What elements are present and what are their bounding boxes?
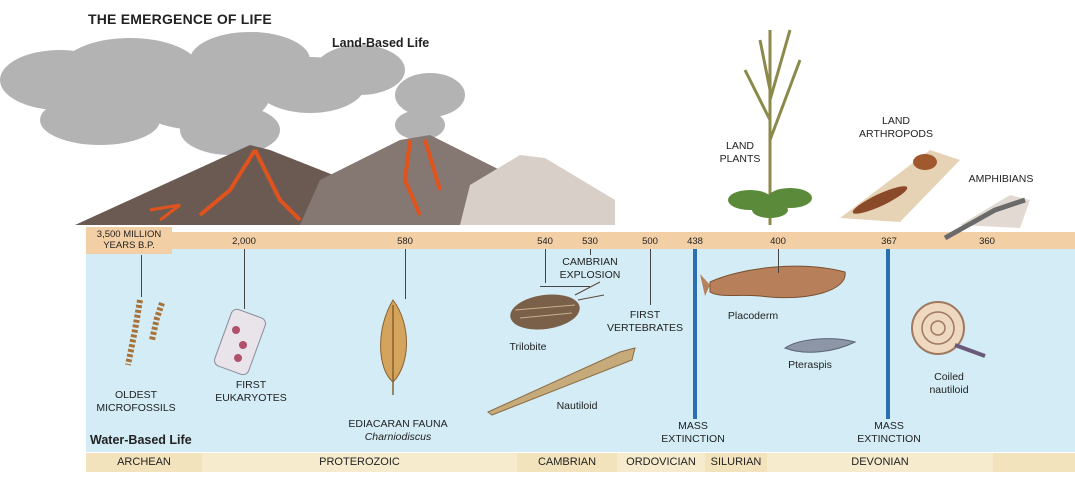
timeline-start-box — [86, 227, 172, 254]
pointer-cambrian-explosion — [590, 249, 591, 255]
diagram-title: THE EMERGENCE OF LIFE — [88, 11, 272, 27]
pteraspis-illustration — [783, 338, 857, 353]
pointer-trilobite — [545, 249, 546, 283]
amphibians-label: AMPHIBIANS — [968, 173, 1034, 185]
timeline-start-line2: YEARS B.P. — [103, 240, 155, 251]
eukaryotes-line1: FIRST — [235, 379, 267, 391]
land-plant-illustration — [743, 29, 802, 225]
pointer-placoderm — [778, 249, 779, 273]
extinction1-line2: EXTINCTION — [661, 432, 725, 445]
tick-580: 580 — [397, 236, 413, 247]
era-ordovician: ORDOVICIAN — [626, 456, 696, 468]
nautiloid-illustration — [487, 347, 636, 416]
tick-500: 500 — [642, 236, 658, 247]
tick-360: 360 — [979, 236, 995, 247]
land-based-life-label: Land-Based Life — [332, 36, 430, 50]
coiled-line1: Coiled — [934, 371, 964, 383]
era-band-devonian — [767, 453, 993, 472]
land-plants-line1: LAND — [725, 140, 755, 152]
coiled-line2: nautiloid — [929, 383, 969, 396]
first-eukaryotes-label: FIRST EUKARYOTES — [215, 379, 287, 404]
mass-extinction-line-367 — [886, 249, 890, 419]
nautiloid-label: Nautiloid — [556, 400, 598, 412]
mass-extinction-line-438 — [693, 249, 697, 419]
extinction1-line1: MASS — [678, 420, 708, 432]
smoke-cloud-illustration — [0, 32, 465, 155]
land-plants-label: LAND PLANTS — [720, 140, 761, 165]
coiled-nautiloid-illustration — [911, 301, 986, 358]
era-archean: ARCHEAN — [117, 456, 171, 468]
pteraspis-label: Pteraspis — [788, 359, 832, 371]
vertebrates-line1: FIRST — [629, 309, 661, 321]
cambrian-line2: EXPLOSION — [559, 268, 621, 281]
extinction2-line2: EXTINCTION — [857, 432, 921, 445]
oldest-microfossils-label: OLDEST MICROFOSSILS — [96, 389, 175, 414]
pointer-eukaryotes — [244, 249, 245, 309]
pointer-microfossils — [141, 255, 142, 297]
mass-extinction-label-1: MASS EXTINCTION — [661, 420, 725, 445]
microfossil-illustration — [125, 299, 165, 366]
era-band-proterozoic — [202, 453, 517, 472]
ediacaran-fauna-label: EDIACARAN FAUNA Charniodiscus — [348, 418, 447, 443]
first-vertebrates-label: FIRST VERTEBRATES — [607, 309, 683, 334]
cambrian-line1: CAMBRIAN — [562, 256, 618, 268]
tick-367: 367 — [881, 236, 897, 247]
microfossils-line1: OLDEST — [114, 389, 158, 401]
timeline-start-line1: 3,500 MILLION — [96, 229, 162, 240]
land-plants-line2: PLANTS — [719, 152, 761, 165]
tick-2000: 2,000 — [232, 236, 256, 247]
trilobite-label: Trilobite — [509, 341, 547, 353]
charniodiscus-illustration — [380, 299, 407, 395]
timeline-start-label: 3,500 MILLION YEARS B.P. — [88, 229, 170, 251]
land-arthropods-line1: LAND — [881, 115, 910, 127]
mass-extinction-label-2: MASS EXTINCTION — [857, 420, 921, 445]
tick-540: 540 — [537, 236, 553, 247]
eukaryotes-line2: EUKARYOTES — [215, 391, 287, 404]
pointer-ediacaran — [405, 249, 406, 299]
amphibian-illustration — [943, 195, 1030, 241]
coiled-nautiloid-label: Coiled nautiloid — [929, 371, 968, 396]
land-arthropods-line2: ARTHROPODS — [859, 127, 933, 140]
extinction2-line1: MASS — [874, 420, 904, 432]
land-arthropods-label: LAND ARTHROPODS — [859, 115, 933, 140]
placoderm-label: Placoderm — [727, 310, 779, 322]
water-based-life-label: Water-Based Life — [90, 433, 192, 447]
era-proterozoic: PROTEROZOIC — [319, 456, 400, 468]
tick-438: 438 — [687, 236, 703, 247]
pointer-cambrian-horizontal — [540, 286, 590, 287]
era-devonian: DEVONIAN — [851, 456, 909, 468]
eukaryote-illustration — [214, 308, 266, 376]
timeline-bar — [86, 232, 1075, 249]
vertebrates-line2: VERTEBRATES — [606, 321, 684, 334]
placoderm-illustration — [700, 265, 846, 299]
pointer-vertebrates — [650, 249, 651, 305]
ediacaran-line2: Charniodiscus — [364, 430, 432, 443]
microfossils-line2: MICROFOSSILS — [96, 401, 176, 414]
era-cambrian: CAMBRIAN — [537, 456, 597, 468]
ediacaran-line1: EDIACARAN FAUNA — [348, 418, 448, 430]
arthropod-illustration — [840, 150, 960, 222]
trilobite-illustration — [510, 281, 605, 330]
fern-leaves-illustration — [728, 188, 812, 218]
volcano-illustration — [75, 135, 615, 225]
era-band-ordovician — [617, 453, 705, 472]
tick-530: 530 — [582, 236, 598, 247]
era-silurian: SILURIAN — [710, 456, 762, 468]
tick-400: 400 — [770, 236, 786, 247]
cambrian-explosion-label: CAMBRIAN EXPLOSION — [560, 256, 621, 281]
